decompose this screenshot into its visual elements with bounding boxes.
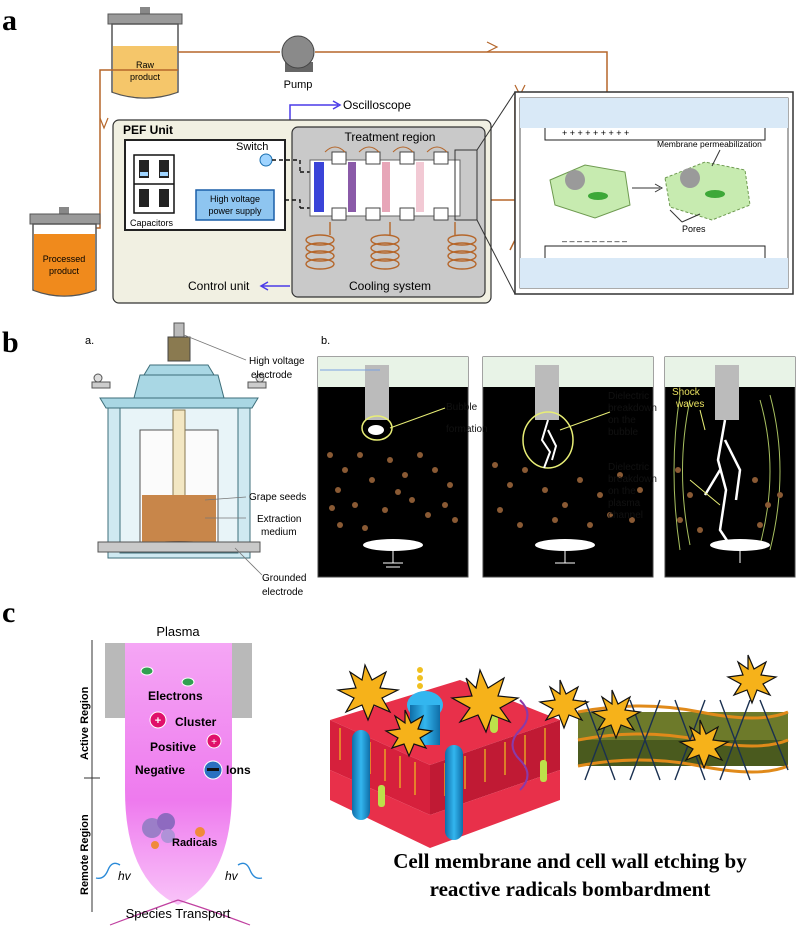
raw-product-label-1: Raw: [136, 60, 155, 70]
dielectric-bubble-label-2: breakdown: [608, 403, 657, 414]
dielectric-plasma-label-2: breakdown: [608, 474, 657, 485]
extraction-reactor: [91, 322, 267, 559]
cooling-coils: [305, 222, 477, 270]
grounded-electrode-label-2: electrode: [262, 587, 304, 598]
bubble-formation-label-1: Bubble: [446, 402, 478, 413]
radicals-label: Radicals: [172, 837, 217, 849]
caption-line-2: reactive radicals bombardment: [430, 877, 711, 901]
hv-supply-label-2: power supply: [208, 206, 262, 216]
processed-product-label-1: Processed: [43, 254, 86, 264]
grounded-electrode-label-1: Grounded: [262, 573, 306, 584]
hv-label-right: hv: [225, 869, 239, 883]
radicals-cluster: [142, 813, 205, 849]
electron-particles: [140, 666, 195, 687]
treatment-chamber: [309, 146, 461, 221]
radical-impact-bursts: [335, 654, 778, 770]
membrane-permeabilization-label: Membrane permeabilization: [657, 139, 762, 149]
control-unit-label: Control unit: [188, 279, 250, 293]
panel-c: c Plasma Active Region Remote Region Ele…: [2, 596, 789, 926]
pump-label: Pump: [284, 79, 313, 91]
ions-label: Ions: [226, 763, 251, 777]
cluster-label: Cluster: [175, 715, 217, 729]
dielectric-plasma-label-4: plasma: [608, 498, 641, 509]
chamber-2: [482, 356, 654, 578]
remote-region-label: Remote Region: [79, 814, 91, 895]
switch-icon: [259, 153, 273, 167]
processed-product-tank: Processed product: [29, 207, 101, 297]
chamber-leader-lines: [389, 407, 721, 506]
panel-letter-a: a: [2, 4, 17, 37]
panel-letter-b: b: [2, 326, 19, 359]
caption-line-1: Cell membrane and cell wall etching by: [393, 849, 747, 873]
positive-label: Positive: [150, 740, 196, 754]
electrons-label: Electrons: [148, 689, 203, 703]
hv-label-left: hv: [118, 869, 132, 883]
svg-text:+: +: [211, 737, 217, 748]
positive-ion: [206, 733, 222, 749]
grape-seeds-label: Grape seeds: [249, 492, 306, 503]
dielectric-bubble-label-4: bubble: [608, 427, 638, 438]
hv-power-supply: [195, 189, 275, 221]
plus-signs: + + + + + + + + +: [562, 128, 629, 138]
processed-product-label-2: product: [49, 266, 80, 276]
treatment-region-label: Treatment region: [345, 130, 436, 144]
membrane-detail: + + + + + + + + + – – – – – – – – –: [514, 91, 794, 295]
negative-label: Negative: [135, 763, 185, 777]
dielectric-bubble-label-3: on the: [608, 415, 636, 426]
zoom-connector: [454, 91, 516, 295]
switch-label: Switch: [236, 141, 268, 153]
hv-electrode-label-2: electrode: [251, 370, 293, 381]
species-transport-label: Species Transport: [126, 906, 231, 921]
chamber-3: [664, 356, 796, 578]
hv-supply-label-1: High voltage: [210, 194, 260, 204]
extraction-medium-label-1: Extraction: [257, 514, 301, 525]
pump-icon: Pump: [281, 35, 315, 91]
sub-label-a: a.: [85, 335, 94, 347]
pores-label: Pores: [682, 224, 706, 234]
extraction-medium-label-2: medium: [261, 527, 297, 538]
capacitors-icon: [133, 154, 175, 214]
reactor-leader-lines: [183, 334, 263, 576]
chamber-1: [317, 356, 469, 578]
svg-text:+: +: [155, 715, 161, 727]
panel-b: b a. b. High voltage elec: [2, 322, 796, 598]
cooling-system-label: Cooling system: [349, 279, 431, 293]
bubble-formation-label-2: formation: [446, 424, 488, 435]
active-region-label: Active Region: [79, 686, 91, 760]
cluster-ion: [149, 711, 167, 729]
minus-signs: – – – – – – – – –: [562, 236, 627, 246]
panel-a: a Raw product Pump: [2, 4, 794, 304]
species-transport-arrows: [109, 899, 251, 926]
pef-unit-label: PEF Unit: [123, 123, 173, 137]
oscilloscope-label: Oscilloscope: [343, 98, 411, 112]
hv-electrode-label-1: High voltage: [249, 356, 305, 367]
dielectric-bubble-label-1: Dielectric: [608, 391, 649, 402]
sub-label-b: b.: [321, 335, 330, 347]
nozzle-right: [232, 643, 252, 718]
dielectric-plasma-label-5: channel: [608, 510, 643, 521]
nozzle-left: [105, 643, 125, 718]
capacitors-label: Capacitors: [130, 218, 174, 228]
plasma-jet: [125, 643, 232, 905]
raw-product-tank: Raw product: [107, 7, 183, 99]
dielectric-plasma-label-3: on the: [608, 486, 636, 497]
plasma-label: Plasma: [156, 624, 200, 639]
cell-membrane-illustration: [330, 667, 560, 848]
shock-waves-label-1: Shock: [672, 387, 701, 398]
shock-waves-label-2: waves: [675, 399, 704, 410]
dielectric-plasma-label-1: Dielectric: [608, 462, 649, 473]
hv-emission-arrows: [95, 862, 263, 880]
raw-product-label-2: product: [130, 72, 161, 82]
grape-seeds-particles: [327, 452, 783, 533]
panel-letter-c: c: [2, 596, 15, 629]
